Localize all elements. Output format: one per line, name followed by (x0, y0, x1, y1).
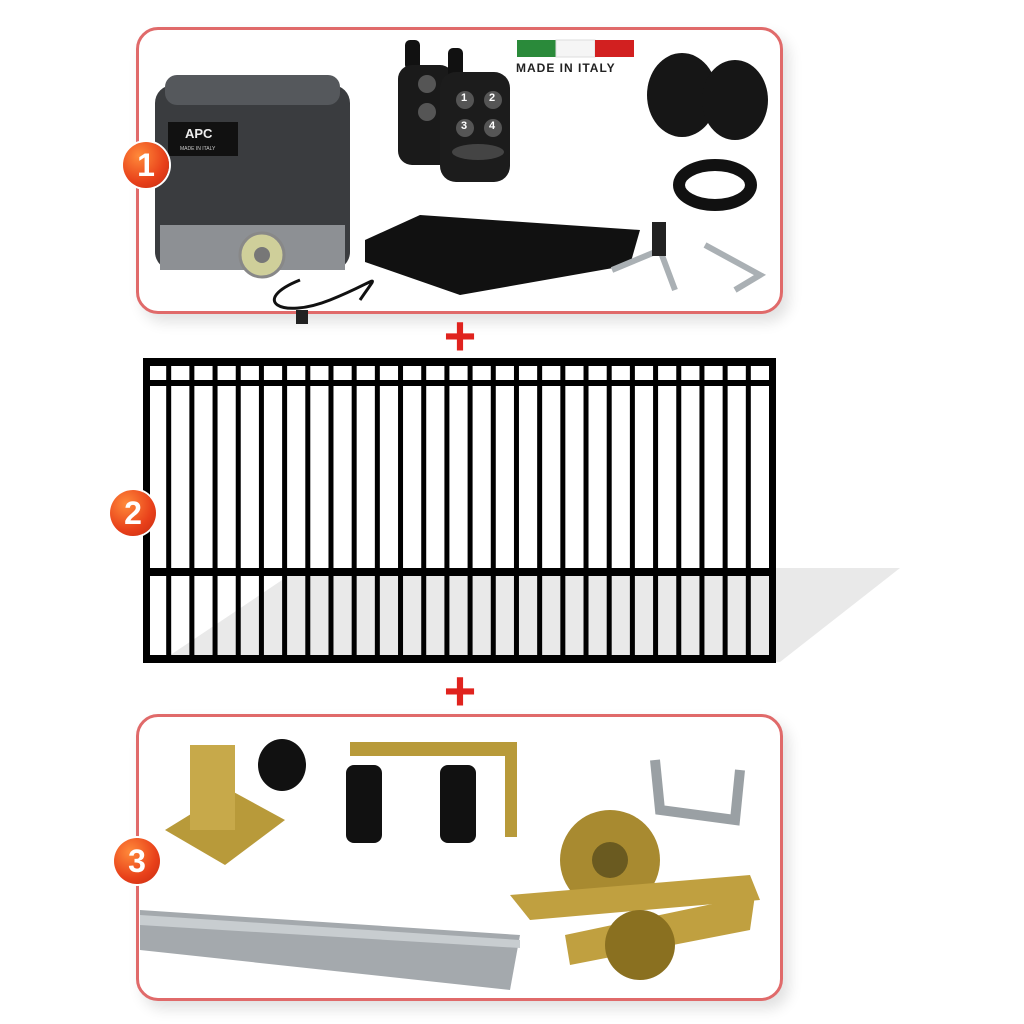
remote-button-2: 2 (489, 92, 496, 104)
remote-button-1: 1 (461, 92, 468, 104)
gate-picket (235, 358, 241, 663)
gate-picket (328, 358, 334, 663)
gate-picket (490, 358, 496, 663)
gate-picket (745, 358, 751, 663)
gate-picket (374, 358, 380, 663)
badge-1: 1 (123, 142, 169, 188)
gate-picket (398, 358, 404, 663)
plus-sign-1: + (443, 304, 477, 367)
gate-picket (676, 358, 682, 663)
gate-picket (212, 358, 218, 663)
gate-middle-rail (143, 568, 776, 576)
guide-rollers (346, 742, 517, 843)
gate-picket (606, 358, 612, 663)
gate-picket (513, 358, 519, 663)
gate-bottom-rail (143, 655, 776, 663)
gate-picket (583, 358, 589, 663)
gear-rack (365, 215, 640, 295)
remote-button-4: 4 (489, 120, 496, 132)
gate-picket (166, 358, 172, 663)
gate-picket (421, 358, 427, 663)
mounting-brackets (610, 222, 767, 293)
gate-picket (189, 358, 195, 663)
end-bracket (650, 759, 745, 826)
gate-picket (653, 358, 659, 663)
v-groove-wheel (510, 810, 760, 980)
gate-picket (699, 358, 705, 663)
badge-3: 3 (114, 838, 160, 884)
gate-shadow (160, 568, 900, 662)
gate-picket (722, 358, 728, 663)
gate-picket (258, 358, 264, 663)
made-in-italy-text: MADE IN ITALY (516, 61, 616, 75)
plus-sign-2: + (443, 659, 477, 722)
gate-right-stile (769, 358, 776, 663)
gate-picket (629, 358, 635, 663)
ground-track (140, 910, 520, 990)
motor-label-text: MADE IN ITALY (180, 146, 216, 152)
gate-picket (282, 358, 288, 663)
gate-picket (305, 358, 311, 663)
remote-button-3: 3 (461, 120, 468, 132)
gate-stopper (165, 739, 306, 865)
gate-picket (537, 358, 543, 663)
badge-2: 2 (110, 490, 156, 536)
photocells (647, 53, 768, 211)
gate-motor (155, 75, 374, 324)
gate-picket (467, 358, 473, 663)
italy-flag (517, 39, 634, 58)
gate-picket (351, 358, 357, 663)
gate-picket (560, 358, 566, 663)
brand-logo: APC (185, 126, 213, 141)
remote-controls (398, 40, 510, 182)
gate-top-rail (143, 358, 776, 366)
gate-picket (444, 358, 450, 663)
gate-upper-rail (143, 380, 776, 386)
